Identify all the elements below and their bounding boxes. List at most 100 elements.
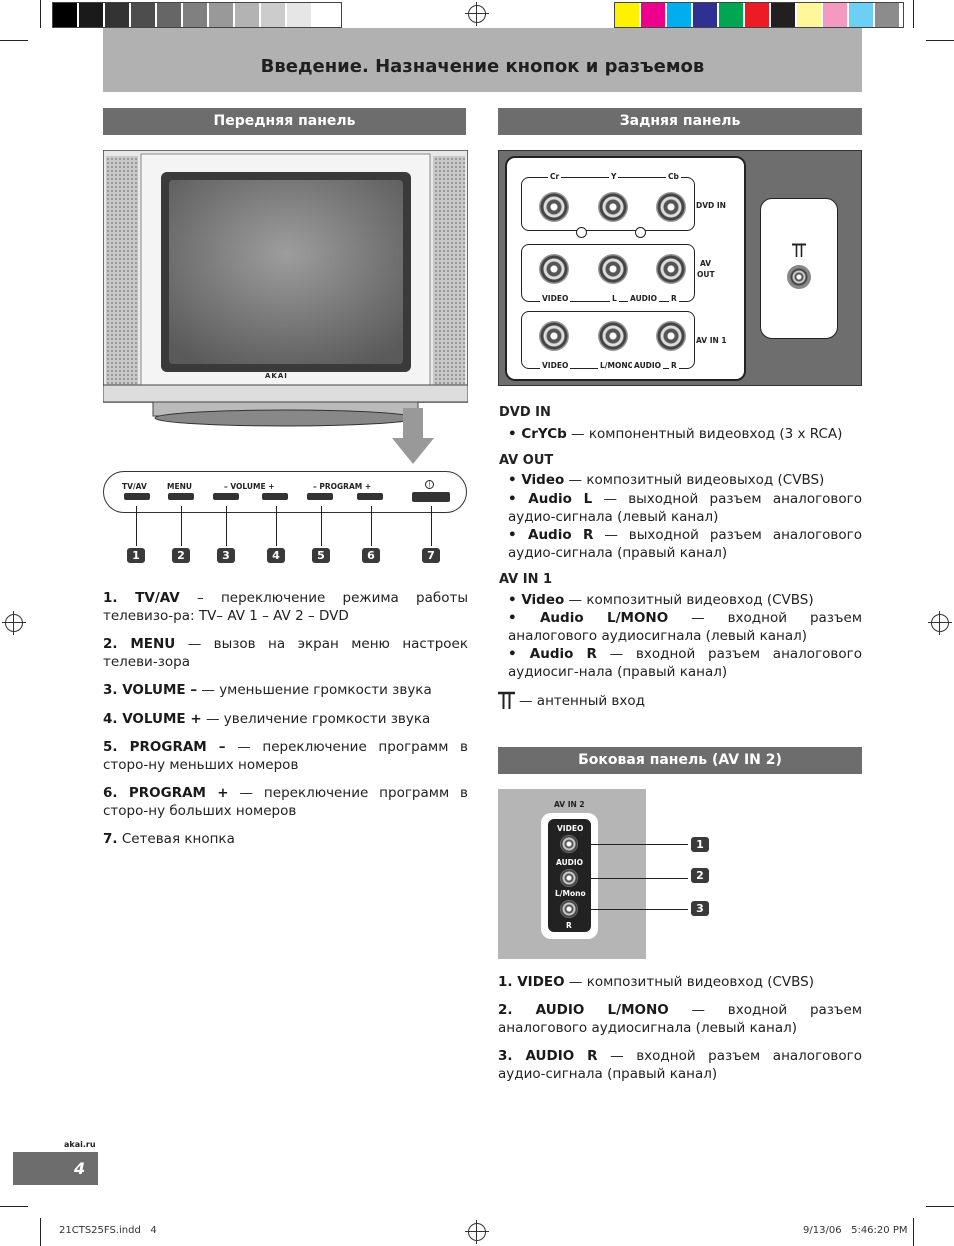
r-label: R bbox=[566, 921, 572, 930]
crop-mark bbox=[913, 1218, 914, 1246]
audio-label: AUDIO bbox=[556, 858, 584, 867]
side-video-jack bbox=[560, 835, 578, 853]
color-swatch bbox=[745, 3, 769, 27]
front-item: 4. VOLUME + — увеличение громкости звука bbox=[103, 711, 431, 727]
file-name: 21CTS25FS.indd 4 bbox=[59, 1225, 157, 1236]
front-item: 3. VOLUME – — уменьшение громкости звука bbox=[103, 682, 432, 698]
program-up-button bbox=[357, 493, 383, 500]
crop-mark bbox=[0, 1206, 28, 1207]
page-title: Введение. Назначение кнопок и разъемов bbox=[260, 56, 705, 77]
color-swatch bbox=[53, 3, 77, 27]
callout-number: 4 bbox=[267, 548, 285, 563]
color-swatch bbox=[287, 3, 311, 27]
color-swatch bbox=[849, 3, 873, 27]
av-out-label: AV bbox=[700, 259, 712, 268]
color-swatch bbox=[157, 3, 181, 27]
av-in1-video-jack bbox=[539, 321, 569, 351]
av-in1-item: • Video — композитный видеовход (CVBS) bbox=[508, 592, 814, 608]
lmono-label: L/MONO bbox=[598, 361, 637, 370]
color-swatch bbox=[719, 3, 743, 27]
color-swatch bbox=[667, 3, 691, 27]
callout-number: 7 bbox=[422, 548, 440, 563]
av-in1-item: • Audio R — входной разъем аналогового а… bbox=[508, 646, 862, 680]
callout-line bbox=[136, 506, 137, 546]
front-button-strip bbox=[103, 471, 467, 513]
av-out-label: OUT bbox=[697, 270, 715, 279]
header-band bbox=[103, 28, 862, 92]
color-swatch bbox=[183, 3, 207, 27]
side-item: 1. VIDEO — композитный видеовход (CVBS) bbox=[498, 974, 814, 990]
dvd-in-item: • CrYCb — компонентный видеовход (3 х RC… bbox=[508, 426, 843, 442]
av-in1-r-jack bbox=[656, 321, 686, 351]
brand-logo: AKAI bbox=[265, 372, 288, 380]
callout-number: 1 bbox=[127, 548, 145, 563]
color-swatch bbox=[313, 3, 337, 27]
cr-label: Cr bbox=[548, 172, 562, 181]
color-swatch bbox=[209, 3, 233, 27]
video-label: VIDEO bbox=[540, 361, 571, 370]
color-swatch bbox=[261, 3, 285, 27]
antenna-icon bbox=[792, 243, 806, 257]
callout-line bbox=[578, 909, 688, 910]
callout-line bbox=[181, 506, 182, 546]
power-button bbox=[412, 492, 450, 502]
callout-number: 1 bbox=[691, 837, 709, 852]
group-divider-dot bbox=[635, 227, 646, 238]
button-label-menu: MENU bbox=[167, 482, 192, 491]
crop-mark bbox=[926, 40, 954, 41]
color-swatch bbox=[105, 3, 129, 27]
lmono-label: L/Mono bbox=[555, 889, 586, 898]
registration-mark-icon bbox=[465, 2, 489, 26]
l-label: L bbox=[610, 294, 619, 303]
site-label: akai.ru bbox=[64, 1140, 96, 1149]
callout-line bbox=[578, 878, 688, 879]
callout-number: 2 bbox=[172, 548, 190, 563]
color-swatch bbox=[771, 3, 795, 27]
crop-mark bbox=[40, 1218, 41, 1246]
antenna-icon bbox=[498, 691, 515, 709]
cb-label: Cb bbox=[666, 172, 681, 181]
dvd-in-title: DVD IN bbox=[499, 405, 551, 420]
tvav-button bbox=[124, 493, 150, 500]
av-in1-lmono-jack bbox=[598, 321, 628, 351]
callout-line bbox=[371, 506, 372, 546]
dvd-in-group bbox=[521, 177, 695, 231]
dvd-in-label: DVD IN bbox=[696, 201, 726, 210]
callout-number: 3 bbox=[691, 901, 709, 916]
av-in2-label: AV IN 2 bbox=[554, 800, 585, 809]
cr-jack bbox=[539, 192, 569, 222]
color-swatch bbox=[641, 3, 665, 27]
cb-jack bbox=[656, 192, 686, 222]
button-label-volume: – VOLUME + bbox=[224, 482, 275, 491]
audio-label: AUDIO bbox=[628, 294, 660, 303]
front-item: 6. PROGRAM + — переключение программ в с… bbox=[103, 785, 469, 819]
registration-mark-icon bbox=[928, 611, 952, 635]
callout-line bbox=[276, 506, 277, 546]
color-swatch bbox=[235, 3, 259, 27]
power-icon: | bbox=[425, 480, 434, 489]
r-label: R bbox=[669, 294, 679, 303]
arrow-down-icon bbox=[392, 408, 434, 464]
back-panel-heading: Задняя панель bbox=[498, 108, 862, 135]
video-label: VIDEO bbox=[540, 294, 571, 303]
antenna-jack bbox=[787, 265, 811, 289]
tv-front-illustration bbox=[103, 150, 468, 427]
button-label-program: – PROGRAM + bbox=[313, 482, 372, 491]
r-label: R bbox=[669, 361, 679, 370]
volume-down-button bbox=[213, 493, 239, 500]
side-item: 3. AUDIO R — входной разъем аналогового … bbox=[498, 1048, 862, 1082]
front-panel-heading: Передняя панель bbox=[103, 108, 466, 135]
antenna-item: — антенный вход bbox=[519, 693, 645, 709]
grayscale-calibration-bar bbox=[52, 2, 342, 28]
color-swatch bbox=[131, 3, 155, 27]
color-swatch bbox=[79, 3, 103, 27]
front-item: 5. PROGRAM – — переключение программ в с… bbox=[103, 739, 469, 773]
callout-number: 6 bbox=[362, 548, 380, 563]
callout-number: 2 bbox=[691, 868, 709, 883]
av-out-item: • Audio L — выходной разъем аналогового … bbox=[508, 491, 862, 525]
side-audio-l-jack bbox=[560, 869, 578, 887]
side-item: 2. AUDIO L/MONO — входной разъем аналого… bbox=[498, 1002, 862, 1036]
color-swatch bbox=[615, 3, 639, 27]
volume-up-button bbox=[262, 493, 288, 500]
registration-mark-icon bbox=[2, 611, 26, 635]
